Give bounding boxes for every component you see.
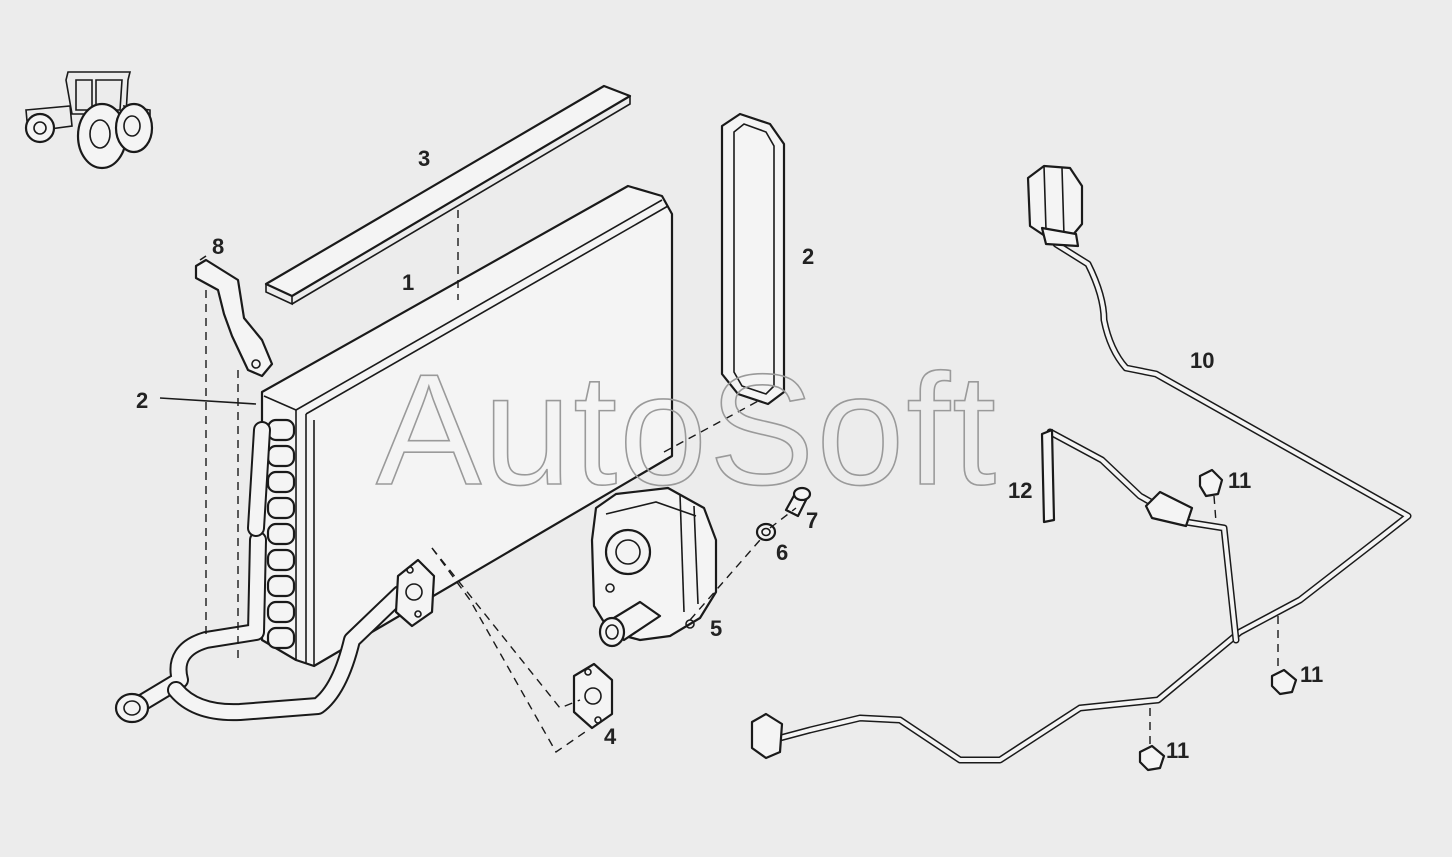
harness-clip-2 [1270, 668, 1298, 696]
foam-strip [264, 84, 632, 306]
heater-core [260, 184, 674, 668]
mounting-bracket [194, 255, 274, 378]
callout-3: 3 [418, 146, 430, 171]
callout-7: 7 [806, 508, 818, 533]
flange-gasket-upper [394, 558, 436, 628]
callout-10: 10 [1190, 348, 1214, 373]
callout-8: 8 [212, 234, 224, 259]
callout-11-right: 11 [1300, 662, 1323, 687]
harness-clip-1 [1198, 468, 1224, 498]
tractor-icon [24, 71, 154, 170]
callout-6: 6 [776, 540, 788, 565]
callout-11-bottom: 11 [1166, 738, 1189, 763]
water-pump [590, 486, 718, 648]
harness-clip-3 [1138, 744, 1166, 772]
coolant-hose [114, 421, 409, 724]
callout-5: 5 [710, 616, 722, 641]
wiring-harness [750, 164, 1412, 764]
callout-2-right: 2 [802, 244, 814, 269]
bolt [784, 486, 812, 518]
gasket-frame [720, 112, 786, 406]
callout-1: 1 [402, 270, 414, 295]
core-tubes [266, 418, 296, 650]
callout-11-top: 11 [1228, 468, 1251, 493]
flange-gasket-lower [572, 662, 614, 730]
reference-lines [159, 210, 1279, 754]
callout-2-left: 2 [136, 388, 148, 413]
callout-12: 12 [1008, 478, 1032, 503]
callout-4: 4 [604, 724, 617, 749]
watermark-text: AutoSoft [376, 342, 998, 518]
